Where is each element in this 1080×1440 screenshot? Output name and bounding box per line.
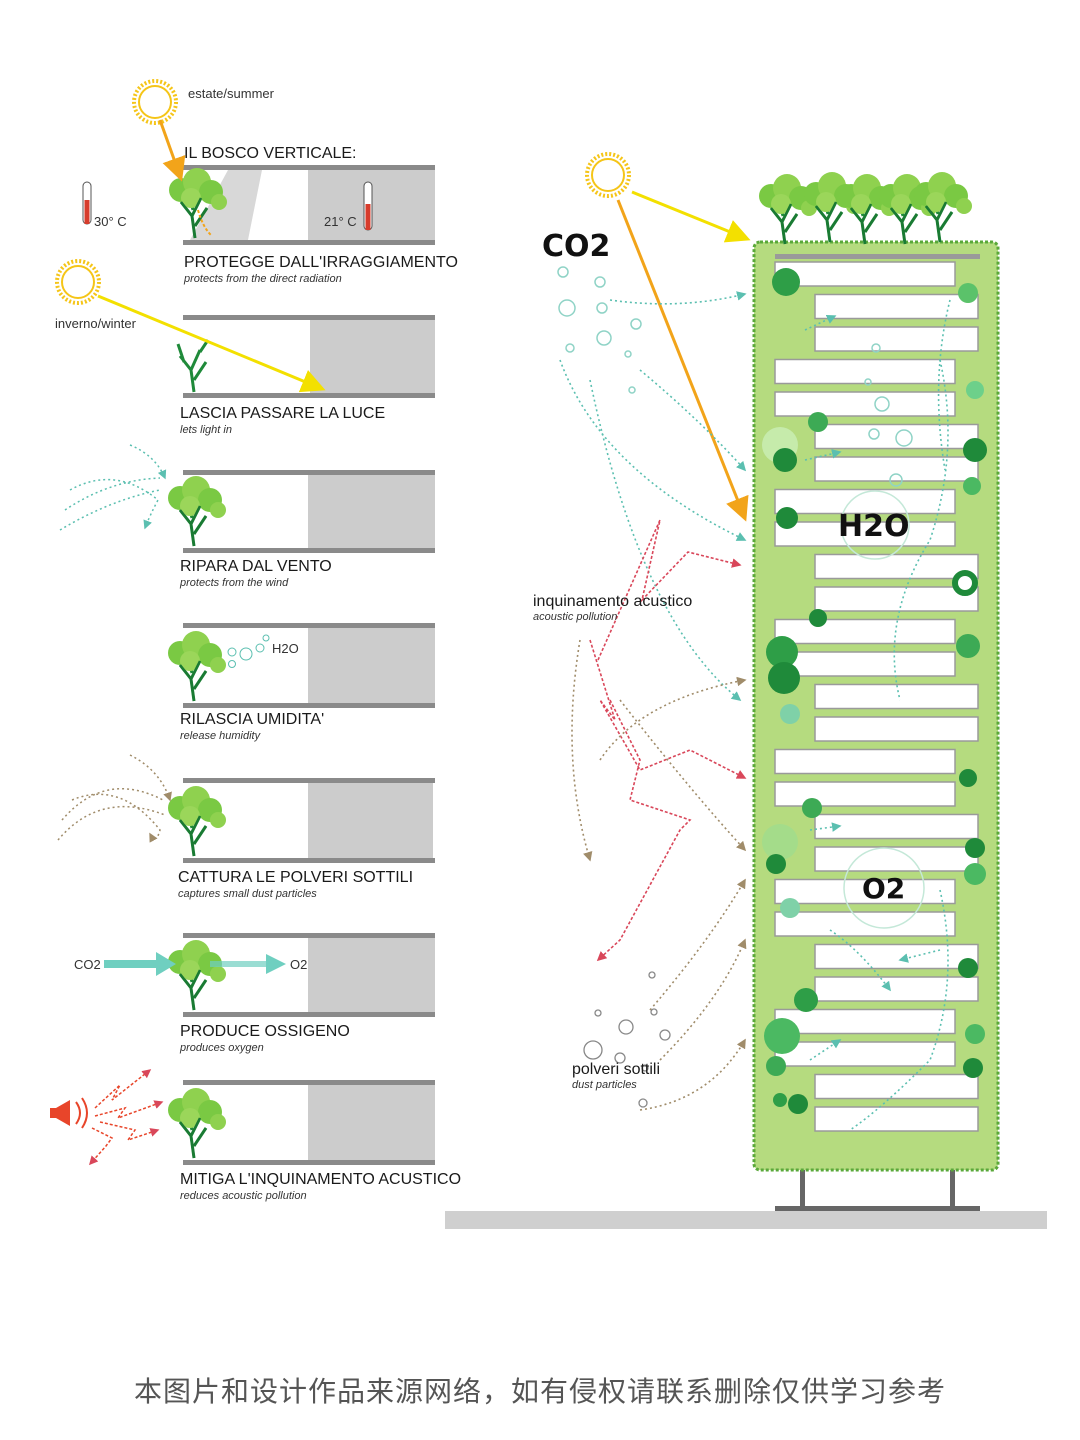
panel-sublabel: produces oxygen [179, 1042, 264, 1054]
summer-sun-icon [132, 79, 178, 125]
floor-slab [814, 553, 979, 580]
panel-sublabel: lets light in [180, 424, 232, 436]
ground [445, 1211, 1047, 1229]
floor-slab [814, 943, 979, 970]
floor-slabs [774, 254, 980, 1132]
floor-slab [814, 293, 979, 320]
floor-slab [774, 748, 956, 775]
noise-arrows [589, 519, 747, 962]
panel-sublabel: captures small dust particles [178, 888, 317, 900]
panel-oxygen: CO2 O2 PRODUCE OSSIGENO produces oxygen [74, 933, 435, 1054]
humidity-tag: H2O [272, 641, 299, 656]
floor-slab [774, 488, 956, 515]
panel-sublabel: protects from the direct radiation [183, 273, 342, 285]
rooftop-trees [757, 170, 974, 246]
floor-slab [774, 651, 956, 677]
panel-sublabel: reduces acoustic pollution [180, 1190, 307, 1202]
h2o-label: H2O [838, 509, 909, 544]
panel-sublabel: protects from the wind [179, 577, 289, 589]
megaphone-icon [50, 1097, 88, 1129]
panel-acoustic: MITIGA L'INQUINAMENTO ACUSTICO reduces a… [50, 1069, 461, 1202]
panel-label: CATTURA LE POLVERI SOTTILI [178, 869, 413, 886]
tower-sun-icon [585, 152, 631, 198]
panel-label: RIPARA DAL VENTO [180, 558, 332, 575]
dust-particles [583, 971, 671, 1108]
panel-label: RILASCIA UMIDITA' [180, 711, 324, 728]
thermometer-icon [82, 181, 92, 225]
facade-foliage [762, 268, 987, 1114]
panel-light: LASCIA PASSARE LA LUCE lets light in [97, 294, 435, 436]
floor-slab [774, 1008, 956, 1035]
dust-arrows [571, 639, 747, 1111]
floor-slab [774, 618, 956, 645]
copyright-caption: 本图片和设计作品来源网络，如有侵权请联系删除仅供学习参考 [133, 1375, 946, 1408]
panel-label: MITIGA L'INQUINAMENTO ACUSTICO [180, 1171, 461, 1188]
thermometer-icon [363, 181, 373, 231]
panel-radiation: 30° C 21° C PROTEGGE DALL'IRRAGGIAMENTO … [82, 119, 458, 285]
o2-tag: O2 [290, 957, 307, 972]
noise-sublabel: acoustic pollution [533, 611, 617, 623]
h2o-bubbles [840, 343, 925, 929]
panel-wind: RIPARA DAL VENTO protects from the wind [59, 444, 435, 589]
panel-humidity: H2O RILASCIA UMIDITA' release humidity [166, 623, 435, 742]
dust-label: polveri sottili [572, 1061, 660, 1078]
floor-slab [814, 683, 979, 710]
o2-label: O2 [862, 872, 905, 905]
floor-slab [774, 781, 956, 807]
noise-label: inquinamento acustico [533, 593, 692, 610]
floor-slab [814, 716, 979, 742]
co2-bubbles [557, 266, 642, 394]
floor-slab [774, 878, 956, 905]
co2-label: CO2 [542, 229, 610, 264]
panel-label: LASCIA PASSARE LA LUCE [180, 405, 385, 422]
floor-slab [814, 326, 979, 352]
floor-slab [814, 456, 979, 482]
panel-label: PROTEGGE DALL'IRRAGGIAMENTO [184, 254, 458, 271]
floor-slab [814, 813, 979, 840]
roof-slab [775, 254, 980, 259]
floor-slab [814, 1073, 979, 1100]
floor-slab [814, 976, 979, 1002]
left-panels: estate/summer IL BOSCO VERTICALE: 30° C … [50, 79, 461, 1202]
floor-slab [774, 358, 956, 385]
panel-dust: CATTURA LE POLVERI SOTTILI captures smal… [57, 754, 435, 900]
temp-inside: 21° C [324, 214, 357, 229]
panel-label: PRODUCE OSSIGENO [180, 1023, 350, 1040]
winter-sun-icon [55, 259, 101, 305]
air-flow-arrows [559, 291, 951, 1131]
floor-slab [774, 261, 956, 287]
summer-label: estate/summer [188, 86, 275, 101]
dust-sublabel: dust particles [572, 1079, 637, 1091]
diagram-title: IL BOSCO VERTICALE: [184, 145, 357, 162]
tower-section: CO2 H2O O2 [445, 152, 1047, 1229]
temp-outside: 30° C [94, 214, 127, 229]
winter-label: inverno/winter [55, 316, 137, 331]
floor-slab [814, 846, 979, 872]
co2-tag: CO2 [74, 957, 101, 972]
floor-slab [814, 586, 979, 612]
floor-slab [814, 1106, 979, 1132]
panel-sublabel: release humidity [180, 730, 262, 742]
floor-slab [774, 521, 956, 547]
floor-slab [774, 391, 956, 417]
floor-slab [774, 1041, 956, 1067]
